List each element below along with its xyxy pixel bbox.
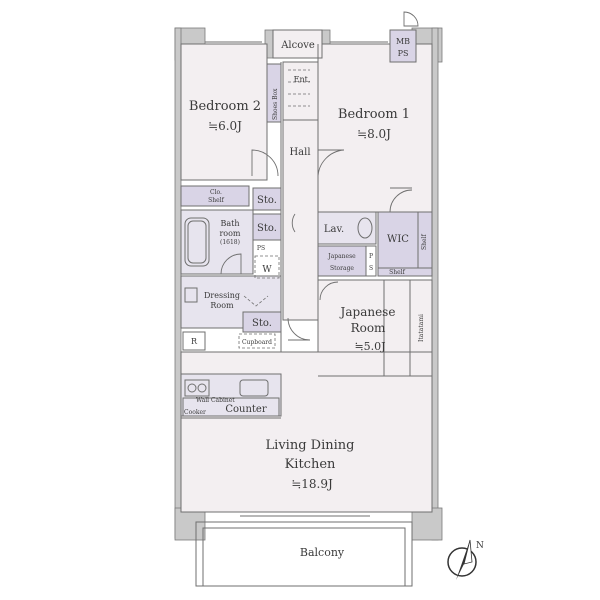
bathtub	[184, 217, 210, 267]
alcove	[272, 29, 323, 59]
north-arrow-icon: N	[447, 539, 484, 580]
washer	[254, 255, 280, 279]
counter	[182, 397, 280, 417]
ps-s-label: S	[369, 265, 373, 272]
entrance	[282, 61, 319, 121]
ldk-label-1: Living Dining	[266, 438, 355, 453]
japanese-room-size: ≒5.0J	[354, 340, 385, 353]
alcove-label: Alcove	[280, 40, 315, 51]
storage-3-label: Sto.	[252, 318, 272, 329]
ldk-size: ≒18.9J	[291, 477, 333, 491]
japanese-storage-label-2: Storage	[330, 265, 354, 272]
wic-shelf-label-side: Shelf	[421, 234, 428, 250]
cupboard-label: Cupboard	[242, 339, 272, 346]
ps-p-label: P	[369, 253, 373, 260]
bedroom-1	[317, 43, 433, 213]
fridge-label: R	[191, 337, 198, 346]
storage-1-label: Sto.	[257, 195, 277, 206]
wic-label: WIC	[387, 234, 409, 245]
doors	[220, 69, 413, 341]
itatatami-label: Itatatami	[418, 314, 425, 342]
washbasin	[184, 287, 198, 303]
mb-ps	[389, 29, 417, 63]
bathroom	[180, 209, 254, 275]
fridge	[182, 331, 206, 351]
lav-label: Lav.	[324, 224, 344, 235]
interior-walls	[181, 44, 432, 419]
balcony-label: Balcony	[300, 546, 345, 559]
cooker-label: Cooker	[184, 409, 206, 416]
counter-label: Counter	[225, 404, 266, 415]
japanese-storage-label-1: Japanese	[327, 253, 356, 260]
dressing-room-label-1: Dressing	[204, 291, 240, 300]
closet-bedroom2	[180, 185, 250, 207]
stove	[184, 379, 210, 397]
bathroom-label-1: Bath	[220, 219, 239, 228]
windows	[205, 11, 419, 517]
bedroom2-label: Bedroom 2	[189, 99, 261, 114]
dressing-room-label-2: Room	[210, 301, 234, 310]
walk-in-closet	[377, 211, 433, 277]
living-dining-kitchen	[180, 351, 433, 513]
ldk-label-2: Kitchen	[285, 457, 336, 472]
bathroom-code: (1618)	[220, 239, 240, 246]
kitchen-area	[180, 373, 282, 417]
north-label: N	[476, 541, 484, 551]
bedroom1-label: Bedroom 1	[338, 107, 410, 122]
bathroom-label-2: room	[219, 229, 240, 238]
closet-label: Clo.	[210, 189, 222, 196]
japanese-storage	[317, 245, 367, 277]
wall-cabinet-label: Wall Cabinet	[196, 397, 235, 404]
mb-label: MB	[396, 37, 410, 46]
closet-shelf-label: Shelf	[208, 197, 224, 204]
bedroom2-size: ≒6.0J	[208, 119, 242, 133]
entrance-label: Ent.	[294, 75, 311, 84]
fixtures	[182, 212, 432, 417]
shoes-box-label: Shoes Box	[272, 88, 279, 120]
sink	[239, 379, 269, 397]
toilet	[357, 217, 373, 239]
japanese-room-label-1: Japanese	[339, 305, 396, 319]
washer-label: W	[262, 265, 272, 275]
cupboard	[238, 333, 276, 349]
storage-2-label: Sto.	[257, 223, 277, 234]
bedroom-2	[180, 43, 268, 181]
japanese-room-label-2: Room	[351, 321, 386, 335]
ps-label: PS	[398, 49, 409, 58]
wic-shelf-label: Shelf	[389, 269, 405, 276]
hall-label: Hall	[289, 147, 310, 158]
bath-ps-label: PS	[257, 245, 265, 252]
bedroom1-size: ≒8.0J	[357, 127, 391, 141]
